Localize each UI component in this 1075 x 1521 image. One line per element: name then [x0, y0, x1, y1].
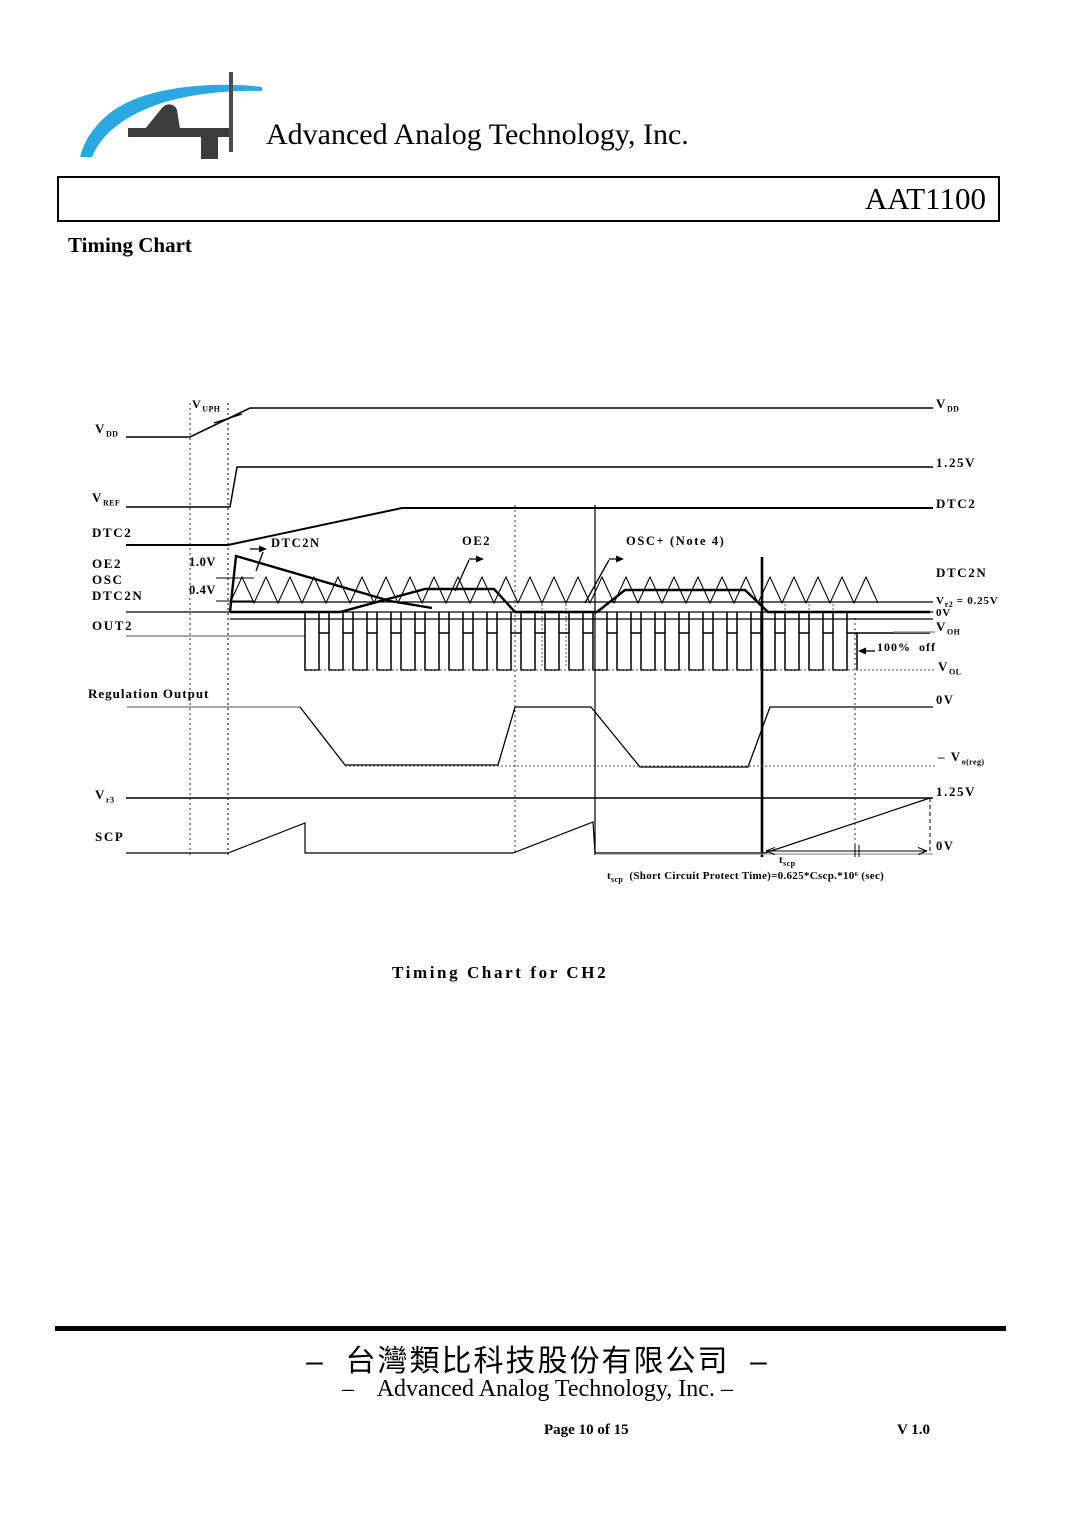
tscp-arrowhead-right [917, 846, 928, 856]
vref-waveform [126, 466, 933, 508]
oe2-leader [454, 558, 481, 592]
annotation-04v: 0.4V [189, 583, 217, 597]
signal-label-vr3: Vr3 [95, 787, 115, 805]
company-title: Advanced Analog Technology, Inc. [266, 118, 689, 151]
dtc2n-waveform [228, 554, 433, 613]
oe2-leader-head [476, 555, 484, 563]
annotation-100-off: 100% off [877, 640, 936, 654]
logo-vertical-line [229, 72, 233, 152]
level-label-125v-vr3: 1.25V [936, 784, 977, 799]
vdd-waveform [126, 407, 933, 438]
annotation-1v: 1.0V [189, 555, 217, 569]
company-logo [80, 72, 262, 159]
footer-company-english: – Advanced Analog Technology, Inc. – [342, 1376, 733, 1402]
vuph-tick [213, 413, 243, 424]
signal-label-scp: SCP [95, 829, 125, 844]
oe2-waveform [230, 587, 930, 614]
part-number: AAT1100 [864, 181, 986, 216]
off-arrow-head [858, 647, 866, 655]
annotation-oe2: OE2 [462, 534, 492, 548]
level-label-vr2: Vr2 = 0.25V [936, 595, 999, 610]
level-label-0v-scp: 0V [936, 839, 955, 853]
annotation-tscp: tscp [779, 854, 796, 869]
chart-caption: Timing Chart for CH2 [392, 963, 609, 982]
annotation-vuph: VUPH [192, 397, 221, 414]
level-label-vdd: VDD [936, 396, 960, 414]
out2-100off-step [856, 632, 930, 670]
level-label-dtc2: DTC2 [936, 496, 977, 511]
logo-letter-a [140, 104, 181, 135]
section-title: Timing Chart [68, 233, 192, 257]
level-label-0v-osc: 0V [936, 607, 952, 619]
logo-swoosh-shape [80, 84, 262, 157]
regout-waveform [299, 706, 933, 768]
osc-waveform [229, 575, 879, 605]
scp-waveform [126, 797, 931, 854]
logo-bar [128, 128, 233, 137]
signal-label-vref: VREF [92, 490, 121, 508]
part-number-box: AAT1100 [57, 176, 1000, 222]
level-label-0v-reg: 0V [936, 693, 955, 707]
annotation-osc-note: OSC+ (Note 4) [626, 534, 726, 548]
signal-label-osc: OSC [92, 572, 124, 587]
page-number: Page 10 of 15 [544, 1422, 629, 1438]
tscp-ticks [854, 845, 860, 857]
tscp-arrowhead-left [765, 846, 776, 856]
level-label-125v-top: 1.25V [936, 455, 977, 470]
signal-label-dtc2n: DTC2N [92, 588, 144, 603]
signal-label-oe2: OE2 [92, 556, 123, 571]
osc-leader-head [616, 555, 624, 563]
out2-pwm [304, 612, 857, 671]
footer-company-chinese: – 台灣類比科技股份有限公司 – [306, 1345, 769, 1378]
level-label-voreg: – Vo(reg) [938, 749, 985, 767]
dtc2n-leader-head [259, 545, 267, 553]
logo-letter-t-stem [201, 137, 218, 159]
document-version: V 1.0 [897, 1422, 931, 1438]
dtc2-waveform [126, 507, 933, 546]
annotation-tscp-formula: tscp (Short Circuit Protect Time)=0.625*… [607, 870, 885, 885]
level-label-voh: VOH [936, 619, 961, 637]
footer-rule [55, 1326, 1006, 1331]
level-label-dtc2n: DTC2N [936, 565, 988, 580]
signal-label-vdd: VDD [95, 421, 119, 439]
signal-label-regulation-output: Regulation Output [88, 686, 210, 701]
signal-label-dtc2: DTC2 [92, 525, 133, 540]
signal-label-out2: OUT2 [92, 618, 134, 633]
level-label-vol: VOL [938, 659, 962, 677]
osc-valley-drops [541, 604, 834, 668]
annotation-dtc2n: DTC2N [271, 536, 321, 550]
